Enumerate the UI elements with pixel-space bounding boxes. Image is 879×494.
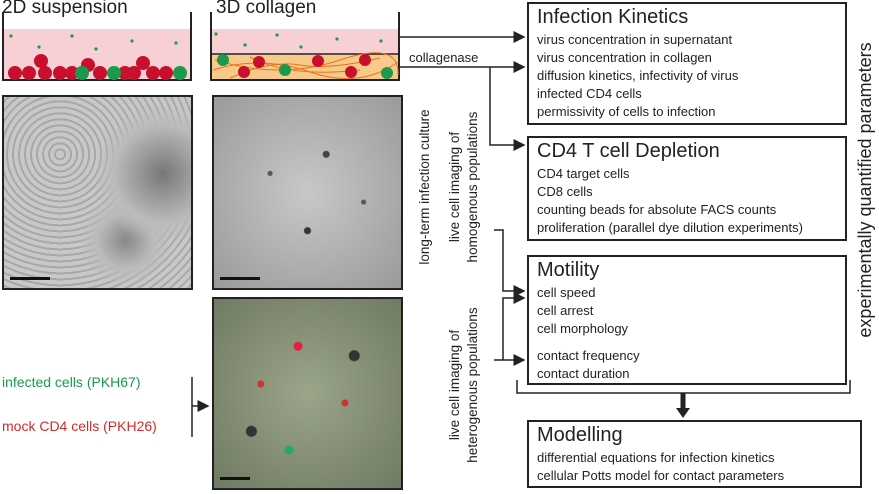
list-item: differential equations for infection kin… xyxy=(537,450,775,465)
micrograph-fluorescence xyxy=(212,297,403,490)
heterogenous-line-2: heterogenous populations xyxy=(465,307,480,463)
collagen-well xyxy=(210,12,400,81)
suspension-title: 2D suspension xyxy=(2,0,128,18)
box-title: CD4 T cell Depletion xyxy=(537,140,720,162)
micrograph-3d xyxy=(212,95,403,290)
collagen-title: 3D collagen xyxy=(216,0,317,18)
modelling-box: Modelling differential equations for inf… xyxy=(527,420,862,488)
list-item: cell speed xyxy=(537,285,596,300)
box-title: Modelling xyxy=(537,424,623,446)
list-item: cell arrest xyxy=(537,303,594,318)
list-item: proliferation (parallel dye dilution exp… xyxy=(537,220,803,235)
list-item: permissivity of cells to infection xyxy=(537,104,716,119)
cd4-depletion-box: CD4 T cell Depletion CD4 target cells CD… xyxy=(527,136,847,241)
list-item: virus concentration in supernatant xyxy=(537,32,733,47)
box-title: Motility xyxy=(537,259,600,281)
scale-bar xyxy=(10,277,50,280)
homogenous-line-1: live cell imaging of xyxy=(447,131,462,243)
list-item: contact frequency xyxy=(537,348,640,363)
homogenous-label: live cell imaging of homogenous populati… xyxy=(446,92,482,282)
list-item: counting beads for absolute FACS counts xyxy=(537,202,777,217)
legend-mock: mock CD4 cells (PKH26) xyxy=(2,418,157,434)
micrograph-2d xyxy=(2,95,193,290)
infection-kinetics-box: Infection Kinetics virus concentration i… xyxy=(527,2,847,125)
suspension-well xyxy=(2,12,192,81)
heterogenous-label: live cell imaging of heterogenous popula… xyxy=(446,290,482,480)
scale-bar xyxy=(220,477,250,480)
list-item: cell morphology xyxy=(537,321,629,336)
list-item: virus concentration in collagen xyxy=(537,50,712,65)
list-item: cellular Potts model for contact paramet… xyxy=(537,468,785,483)
list-item: infected CD4 cells xyxy=(537,86,642,101)
list-item: contact duration xyxy=(537,366,630,381)
list-item: CD8 cells xyxy=(537,184,593,199)
motility-box: Motility cell speed cell arrest cell mor… xyxy=(527,255,847,385)
legend-infected: infected cells (PKH67) xyxy=(2,374,141,390)
collagenase-label: collagenase xyxy=(409,50,479,65)
experimentally-quantified-label: experimentally quantified parameters xyxy=(855,42,875,338)
scale-bar xyxy=(220,277,260,280)
list-item: diffusion kinetics, infectivity of virus xyxy=(537,68,739,83)
heterogenous-line-1: live cell imaging of xyxy=(447,329,462,441)
list-item: CD4 target cells xyxy=(537,166,630,181)
box-title: Infection Kinetics xyxy=(537,6,689,28)
long-term-label: long-term infection culture xyxy=(417,109,432,265)
homogenous-line-2: homogenous populations xyxy=(465,111,480,263)
